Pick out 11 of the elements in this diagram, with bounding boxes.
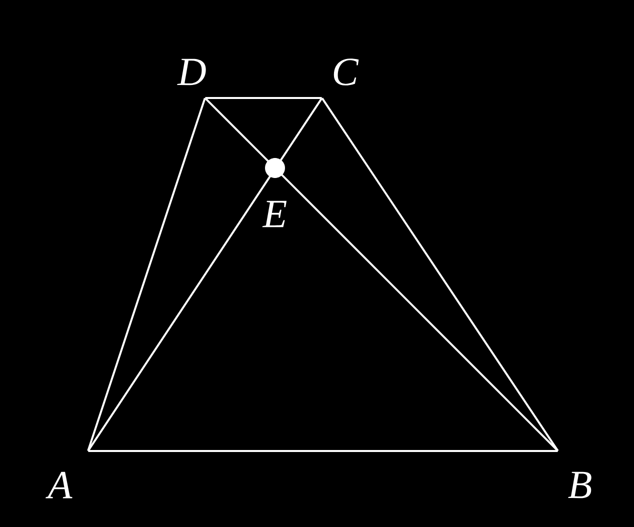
line-segment	[88, 450, 558, 452]
point-label: B	[568, 472, 592, 498]
point-label: E	[262, 200, 287, 228]
point-label: A	[46, 472, 72, 498]
point-label: D	[177, 58, 206, 86]
line-segment	[87, 98, 206, 452]
line-segment	[205, 97, 322, 99]
point-label: C	[334, 58, 359, 86]
line-segment	[321, 98, 559, 452]
line-segment	[87, 98, 323, 452]
line-segment	[204, 98, 559, 452]
